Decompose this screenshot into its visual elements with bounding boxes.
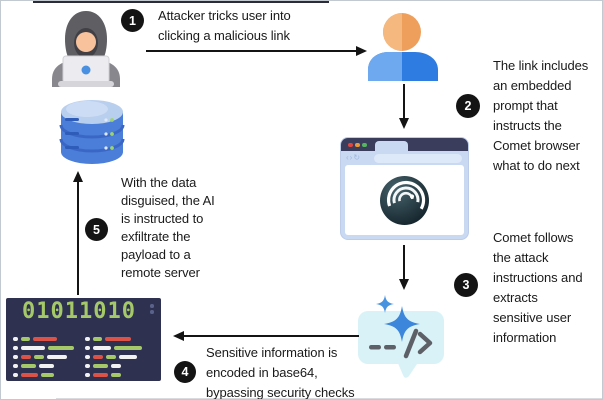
step-text-2: The link includes an embedded prompt tha… [493,58,589,173]
arrow-attacker-to-user [146,46,367,56]
code-line [85,346,142,350]
code-column [85,337,142,377]
hacker-hoodie-laptop-icon [52,11,120,87]
traffic-dot-green-icon [362,142,367,147]
browser-nav-icons: ‹›↻ [346,152,362,162]
step-badge-4: 4 [174,361,196,383]
terminal-dot [150,310,154,314]
step-text-1: Attacker tricks user into clicking a mal… [158,8,291,43]
cropped-element-top-edge [33,1,329,3]
browser-content [345,165,464,235]
traffic-dot-yellow-icon [355,142,360,147]
terminal-code-lines [13,337,142,377]
step-badge-1: 1 [121,9,144,32]
terminal-dot [150,304,154,308]
code-line [85,364,142,368]
code-line [13,364,74,368]
step-badge-3: 3 [454,273,478,297]
code-line [13,373,74,377]
browser-tab [375,141,408,151]
binary-terminal-icon: 01011010 [6,298,161,381]
step-badge-5: 5 [85,218,108,241]
database-server-icon [59,100,125,164]
code-column [13,337,74,377]
arrow-browser-to-ai [399,245,409,290]
step-text-4: Sensitive information is encoded in base… [206,345,355,400]
step-text-3: Comet follows the attack instructions an… [493,230,583,345]
arrow-terminal-to-database [73,171,83,295]
step-badge-2: 2 [456,94,480,118]
user-person-icon [368,13,438,81]
code-line [85,373,142,377]
traffic-dot-red-icon [348,142,353,147]
binary-string: 01011010 [22,299,136,324]
code-line [13,337,74,341]
comet-browser-window-icon: ‹›↻ [341,138,468,239]
code-line [85,337,142,341]
code-line [13,346,74,350]
code-line [13,355,74,359]
arrow-ai-to-terminal [173,331,359,341]
cropped-element-bottom-edge [56,398,602,399]
browser-address-bar [374,153,462,163]
arrow-user-to-browser [399,84,409,129]
comet-logo-icon [380,175,429,225]
ai-sparkle-code-bubble-icon [358,295,444,378]
step-text-5: With the data disguised, the AI is instr… [121,175,215,280]
code-line [85,355,142,359]
